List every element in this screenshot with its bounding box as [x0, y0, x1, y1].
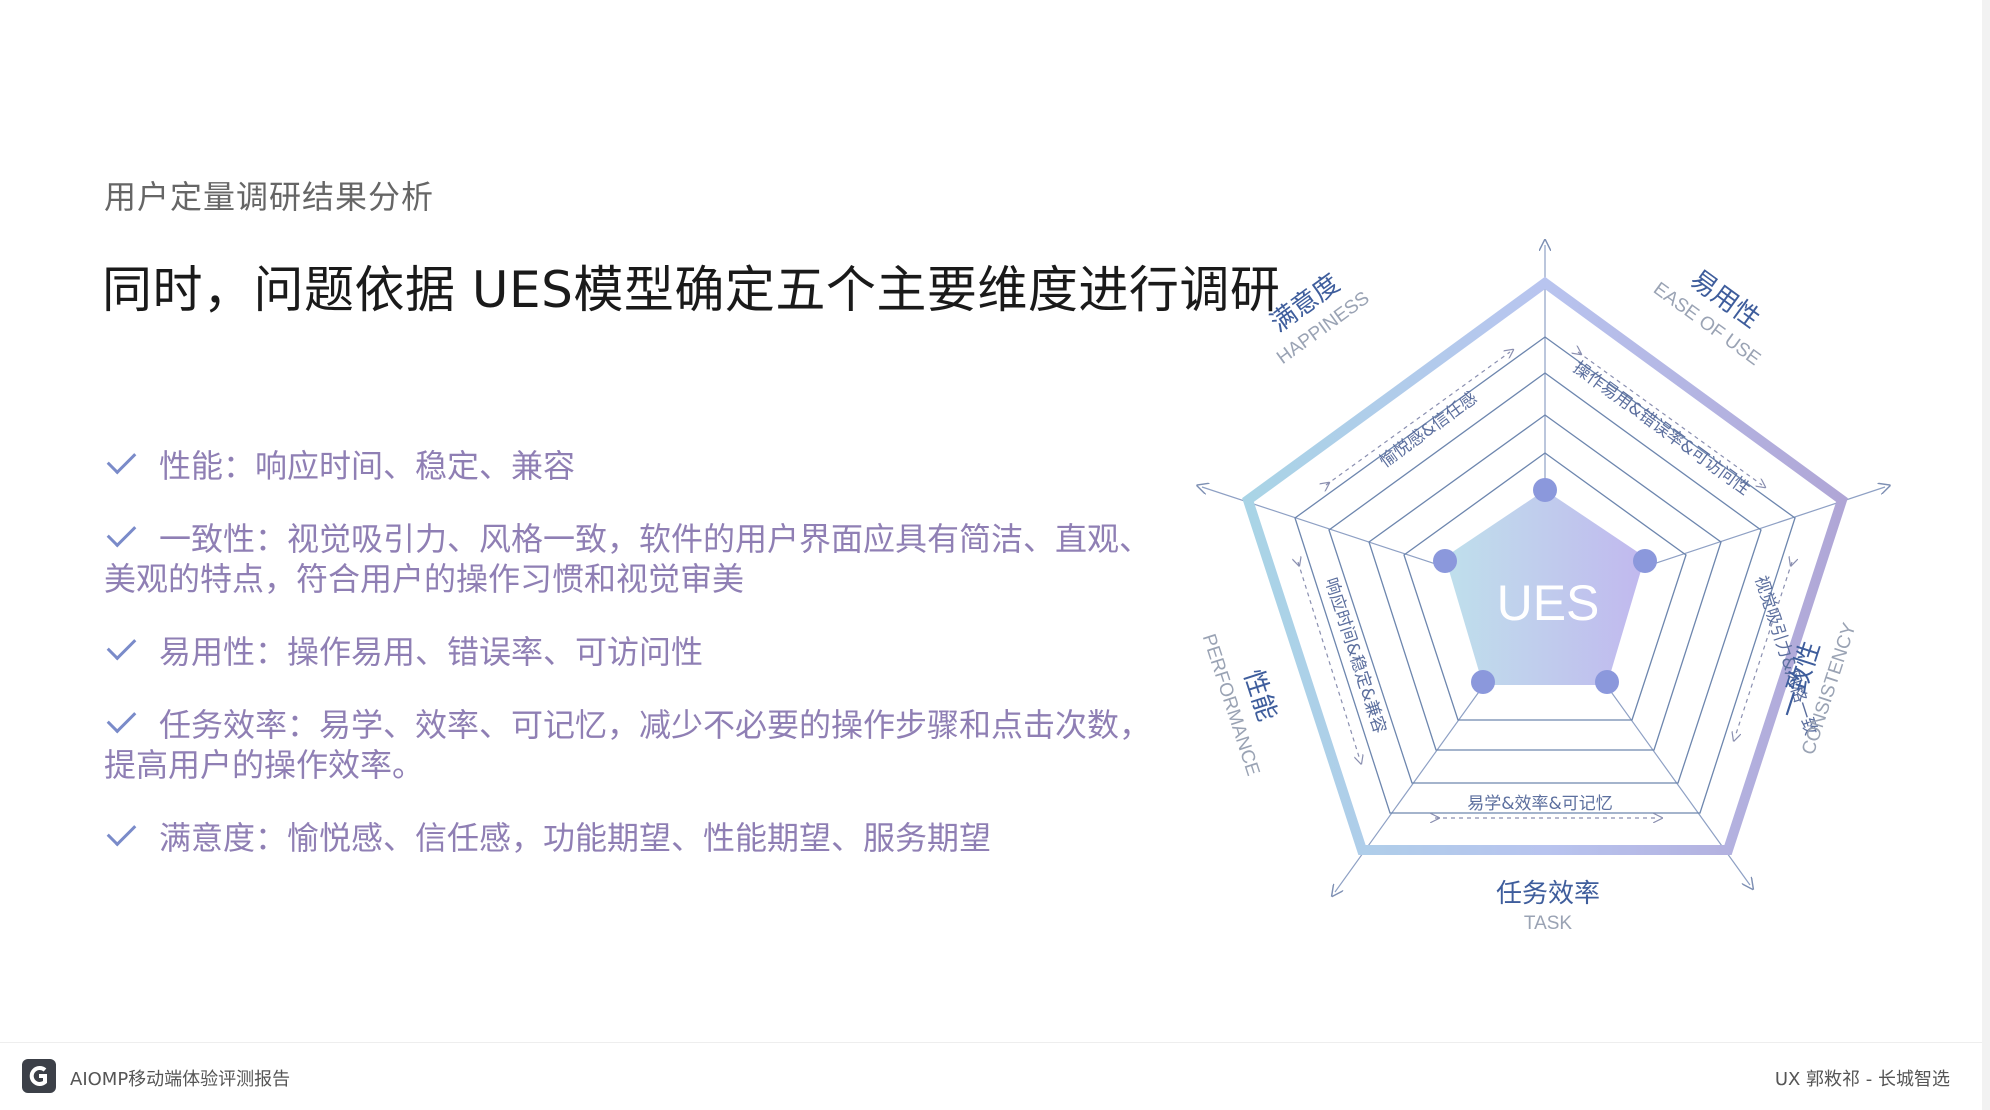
check-icon [106, 517, 137, 548]
bullet-item-task: 任务效率：易学、效率、可记忆，减少不必要的操作步骤和点击次数，提高用户的操作效率… [104, 703, 1164, 785]
bullet-text: 满意度：愉悦感、信任感，功能期望、性能期望、服务期望 [159, 819, 992, 857]
bullet-text: 性能：响应时间、稳定、兼容 [159, 447, 576, 485]
label-task: 任务效率 TASK [1496, 879, 1600, 934]
bullet-text: 一致性：视觉吸引力、风格一致，软件的用户界面应具有简洁、直观、美观的特点，符合用… [104, 520, 1152, 598]
center-label: UES [1497, 575, 1600, 631]
check-icon [106, 816, 137, 847]
bullet-item-ease-of-use: 易用性：操作易用、错误率、可访问性 [104, 630, 1164, 672]
footer: AIOMP移动端体验评测报告 UX 郭敉祁 - 长城智选 [0, 1042, 1990, 1110]
detail-arrows [1298, 352, 1792, 818]
label-happiness: 满意度 HAPPINESS [1265, 268, 1373, 368]
brand-logo-icon [22, 1059, 56, 1093]
bullet-text: 易用性：操作易用、错误率、可访问性 [159, 633, 704, 671]
label-ease-of-use: 易用性 EASE OF USE [1649, 264, 1765, 369]
bullet-item-performance: 性能：响应时间、稳定、兼容 [104, 444, 1164, 486]
bullet-item-happiness: 满意度：愉悦感、信任感，功能期望、性能期望、服务期望 [104, 816, 1164, 858]
detail-task: 易学&效率&可记忆 [1467, 794, 1613, 814]
label-task-cn: 任务效率 [1496, 879, 1600, 909]
detail-ease-of-use: 操作易用&错误率&可访问性 [1569, 358, 1753, 500]
section-subtitle: 用户定量调研结果分析 [104, 178, 435, 216]
detail-performance: 响应时间&稳定&兼容 [1320, 575, 1389, 736]
label-task-en: TASK [1524, 913, 1573, 934]
ues-pentagon-diagram: UES 愉悦感&信任感 操作易用&错误率&可访问性 视觉吸引力&风格一致 易学&… [1180, 220, 1900, 934]
check-icon [106, 444, 137, 475]
center-pentagon [1445, 490, 1645, 685]
footer-report-name: AIOMP移动端体验评测报告 [70, 1069, 291, 1090]
vertex-dots [1433, 478, 1657, 694]
page-title: 同时，问题依据 UES模型确定五个主要维度进行调研 [102, 261, 1281, 319]
outer-pentagon [1242, 276, 1848, 855]
check-icon [106, 703, 137, 734]
footer-author: UX 郭敉祁 - 长城智选 [1774, 1069, 1950, 1090]
bullet-list: 性能：响应时间、稳定、兼容 一致性：视觉吸引力、风格一致，软件的用户界面应具有简… [104, 444, 1164, 891]
bullet-text: 任务效率：易学、效率、可记忆，减少不必要的操作步骤和点击次数，提高用户的操作效率… [104, 706, 1152, 784]
bullet-item-consistency: 一致性：视觉吸引力、风格一致，软件的用户界面应具有简洁、直观、美观的特点，符合用… [104, 517, 1164, 599]
check-icon [106, 630, 137, 661]
right-edge-strip [1982, 0, 1990, 1110]
label-performance: 性能 PERFORMANCE [1198, 631, 1282, 778]
